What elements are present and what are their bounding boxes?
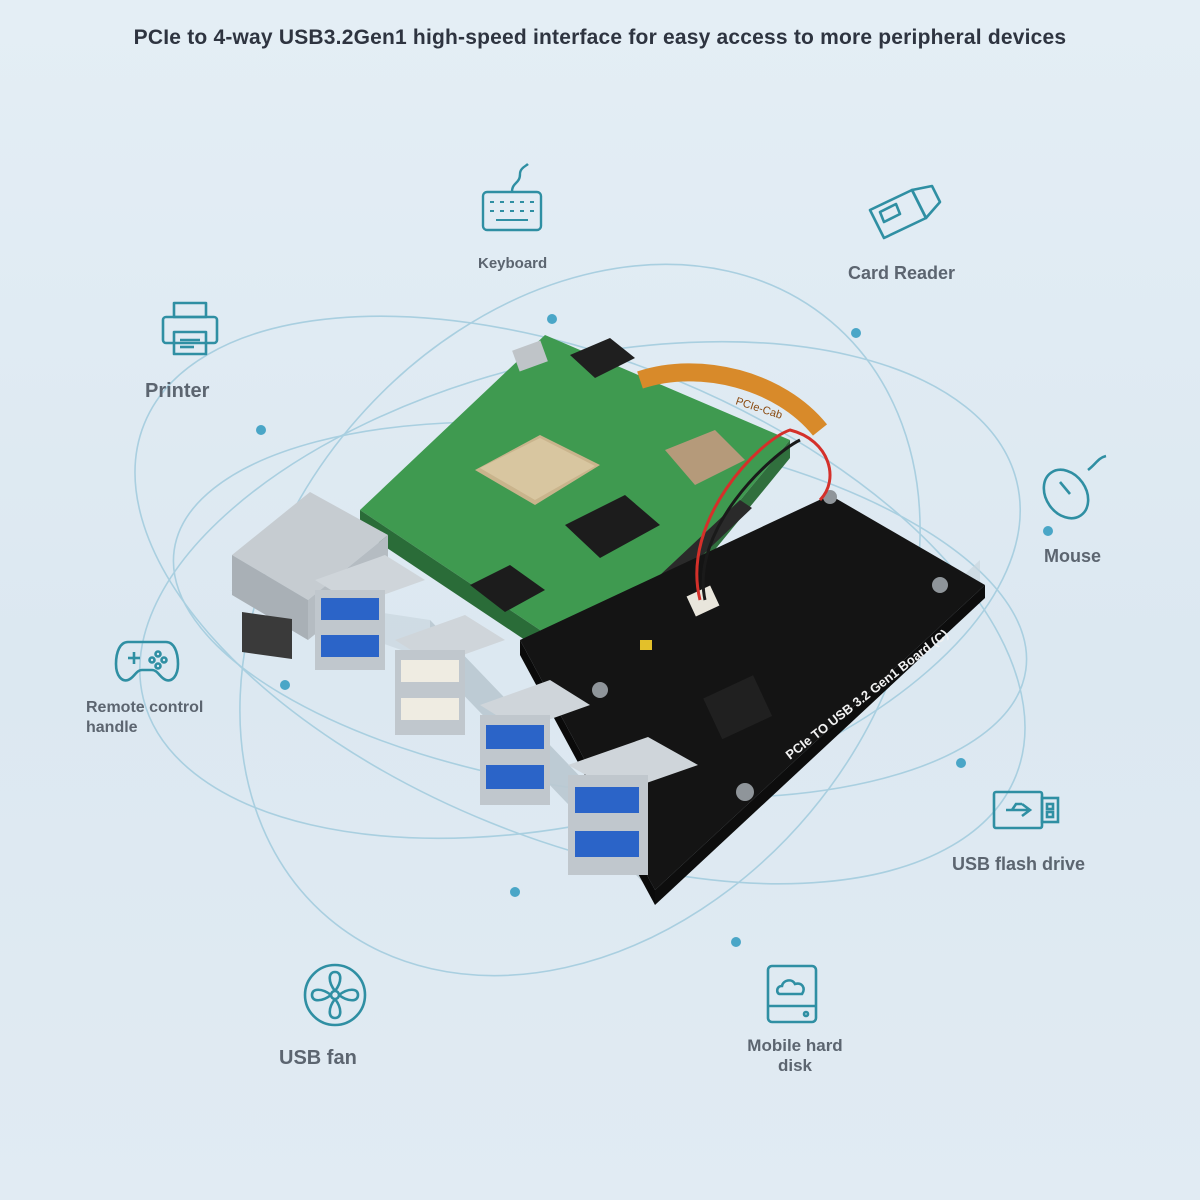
- remote-control-label: Remote control handle: [86, 699, 204, 736]
- usb-flash-drive-label: USB flash drive: [952, 854, 1086, 874]
- card-reader-label: Card Reader: [848, 263, 956, 283]
- orbit-nodes: [256, 314, 1053, 947]
- headline: PCIe to 4-way USB3.2Gen1 high-speed inte…: [133, 26, 1067, 49]
- usb-flash-drive-icon: [992, 788, 1060, 832]
- card-reader-icon: [866, 184, 942, 242]
- usb-fan-label: USB fan: [279, 1047, 357, 1069]
- hard-disk-icon: [764, 964, 820, 1024]
- mouse-icon: [1036, 450, 1110, 522]
- printer-icon: [160, 300, 220, 358]
- fan-icon: [302, 962, 368, 1028]
- mouse-label: Mouse: [1044, 546, 1102, 566]
- keyboard-label: Keyboard: [478, 255, 548, 272]
- printer-label: Printer: [145, 380, 210, 402]
- mobile-hard-disk-label: Mobile hard disk: [747, 1036, 843, 1075]
- gamepad-icon: [114, 636, 180, 684]
- keyboard-icon: [480, 162, 544, 234]
- usb-ports: [315, 555, 698, 875]
